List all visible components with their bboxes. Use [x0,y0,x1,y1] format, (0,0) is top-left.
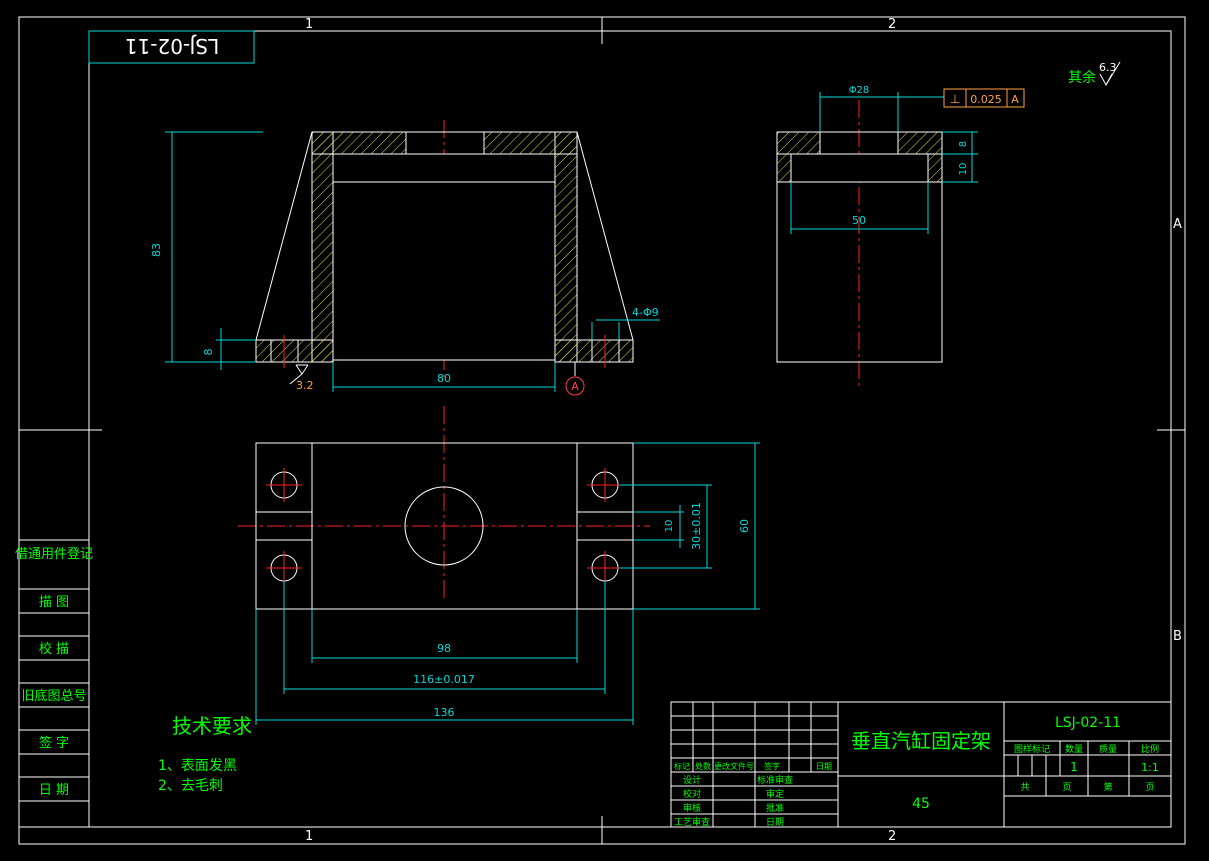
zone-label-a: A [1173,217,1182,232]
row-label-mark: 标记 [674,761,690,771]
front-dim-8: 8 [202,349,215,356]
tolerance-symbol: ⊥ [950,92,960,106]
zone-label-top-2: 2 [888,17,896,32]
mirrored-code: LSJ-02-11 [125,34,219,58]
drawing-number: LSJ-02-11 [1055,715,1121,731]
sign-ratify: 批准 [766,802,784,814]
top-dim-136: 136 [434,706,455,719]
top-dim-30: 30±0.01 [690,502,703,550]
surface-finish-note: 其余 6.3 [1068,61,1121,87]
side-dim-10: 10 [958,163,969,176]
zone-label-b: B [1173,629,1182,644]
hdr-quantity: 数量 [1065,743,1083,755]
top-view: 60 30±0.01 10 98 116±0.017 136 [238,406,760,725]
zone-label-top-1: 1 [305,17,313,32]
zone-label-bottom-1: 1 [305,829,313,844]
front-dim-holes: 4-Φ9 [632,306,659,319]
sign-review: 审核 [683,802,701,814]
sign-date: 日期 [766,817,784,828]
left-col-3: 旧底图总号 [21,688,86,704]
tech-req-title: 技术要求 [172,714,252,738]
scale: 1:1 [1141,761,1159,774]
surface-finish-value: 6.3 [1099,61,1117,74]
sign-process: 工艺审查 [674,816,710,828]
front-view: 83 8 80 4-Φ9 3.2 A [150,120,660,396]
front-dim-83: 83 [150,243,163,257]
side-dim-dia: Φ28 [849,85,870,96]
sheet-total: 共 [1020,782,1029,793]
sign-check: 校对 [683,788,701,800]
hdr-mass: 质量 [1099,743,1117,755]
tech-req-item-1: 1、表面发黑 [158,758,237,774]
tolerance-value: 0.025 [970,93,1002,106]
sign-approve: 审定 [766,788,784,800]
hdr-marking: 图样标记 [1014,743,1050,755]
left-col-0: 借通用件登记 [15,547,93,562]
hdr-scale: 比例 [1141,743,1159,755]
material: 45 [912,796,930,812]
mirrored-code-box: LSJ-02-11 [88,30,255,64]
front-datum: A [571,380,579,393]
top-dim-10: 10 [664,520,675,533]
technical-requirements: 技术要求 1、表面发黑 2、去毛刺 [158,714,252,794]
top-dim-60: 60 [738,519,751,533]
drawing-frame: 1 2 1 2 A B [18,16,1186,845]
sign-design: 设计 [683,774,701,786]
zone-label-bottom-2: 2 [888,829,896,844]
tolerance-datum: A [1011,93,1019,106]
surface-finish-label: 其余 [1068,69,1096,86]
tech-req-item-2: 2、去毛刺 [158,778,223,794]
side-dim-50: 50 [852,214,866,227]
front-dim-80: 80 [437,372,451,385]
side-view: Φ28 ⊥ 0.025 A 8 10 50 [776,85,1025,390]
left-col-5: 日 期 [39,783,69,798]
left-col-4: 签 字 [39,735,69,751]
left-col-1: 描 图 [39,595,69,610]
row-label-change-doc: 更改文件号 [714,761,754,771]
sheet-no: 第 [1103,781,1112,793]
title-block: 垂直汽缸固定架 LSJ-02-11 45 1 1:1 图样标记 数量 质量 比例… [670,701,1172,828]
quantity: 1 [1070,760,1078,774]
sign-std-review: 标准审查 [757,774,793,786]
sheet-no-unit: 页 [1145,782,1154,793]
row-label-count: 处数 [695,761,711,771]
side-dim-8: 8 [958,141,969,147]
top-dim-116: 116±0.017 [413,673,475,686]
sheet-total-unit: 页 [1062,782,1071,793]
part-name: 垂直汽缸固定架 [851,729,991,753]
left-col-2: 校 描 [39,641,69,657]
row-label-date: 日期 [816,762,832,771]
front-roughness: 3.2 [296,379,314,392]
left-register-column: 借通用件登记 描 图 校 描 旧底图总号 签 字 日 期 [15,539,93,828]
top-dim-98: 98 [437,642,451,655]
row-label-sign: 签字 [764,761,780,771]
